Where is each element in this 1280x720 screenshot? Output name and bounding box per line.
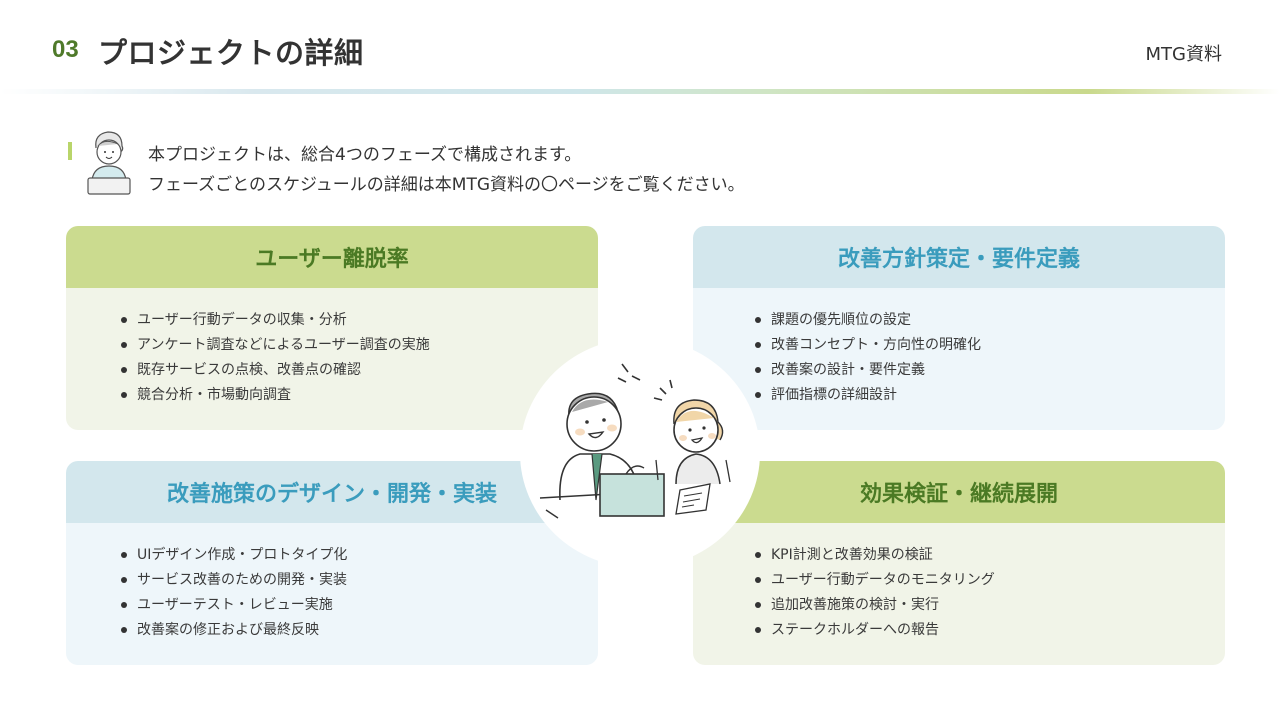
phase-body: ユーザー行動データの収集・分析 アンケート調査などによるユーザー調査の実施 既存… bbox=[66, 288, 598, 430]
phase-title: 改善施策のデザイン・開発・実装 bbox=[66, 461, 598, 523]
intro-text: 本プロジェクトは、総合4つのフェーズで構成されます。 フェーズごとのスケジュール… bbox=[148, 140, 745, 200]
list-item: 課題の優先順位の設定 bbox=[755, 308, 1225, 333]
header-divider bbox=[0, 89, 1280, 94]
list-item: 既存サービスの点検、改善点の確認 bbox=[121, 358, 598, 383]
section-number: 03 bbox=[52, 36, 79, 63]
phase-body: 課題の優先順位の設定 改善コンセプト・方向性の明確化 改善案の設計・要件定義 評… bbox=[693, 288, 1225, 430]
phase-card-1: ユーザー離脱率 ユーザー行動データの収集・分析 アンケート調査などによるユーザー… bbox=[66, 226, 598, 430]
center-illustration-backdrop bbox=[520, 338, 760, 568]
phase-card-4: 効果検証・継続展開 KPI計測と改善効果の検証 ユーザー行動データのモニタリング… bbox=[693, 461, 1225, 665]
list-item: ステークホルダーへの報告 bbox=[755, 618, 1225, 643]
phase-task-list: UIデザイン作成・プロトタイプ化 サービス改善のための開発・実装 ユーザーテスト… bbox=[121, 543, 598, 643]
page-title: プロジェクトの詳細 bbox=[98, 36, 364, 70]
list-item: ユーザーテスト・レビュー実施 bbox=[121, 593, 598, 618]
list-item: 改善案の設計・要件定義 bbox=[755, 358, 1225, 383]
list-item: 改善案の修正および最終反映 bbox=[121, 618, 598, 643]
list-item: アンケート調査などによるユーザー調査の実施 bbox=[121, 333, 598, 358]
phase-body: UIデザイン作成・プロトタイプ化 サービス改善のための開発・実装 ユーザーテスト… bbox=[66, 523, 598, 665]
phase-task-list: KPI計測と改善効果の検証 ユーザー行動データのモニタリング 追加改善施策の検討… bbox=[755, 543, 1225, 643]
intro-line-2: フェーズごとのスケジュールの詳細は本MTG資料の〇ページをご覧ください。 bbox=[148, 175, 745, 195]
phase-body: KPI計測と改善効果の検証 ユーザー行動データのモニタリング 追加改善施策の検討… bbox=[693, 523, 1225, 665]
list-item: KPI計測と改善効果の検証 bbox=[755, 543, 1225, 568]
list-item: 評価指標の詳細設計 bbox=[755, 383, 1225, 408]
intro-accent-bar bbox=[68, 142, 72, 160]
phase-task-list: ユーザー行動データの収集・分析 アンケート調査などによるユーザー調査の実施 既存… bbox=[121, 308, 598, 408]
phase-title: ユーザー離脱率 bbox=[66, 226, 598, 288]
list-item: 改善コンセプト・方向性の明確化 bbox=[755, 333, 1225, 358]
phase-title: 効果検証・継続展開 bbox=[693, 461, 1225, 523]
document-label: MTG資料 bbox=[1145, 44, 1222, 65]
list-item: サービス改善のための開発・実装 bbox=[121, 568, 598, 593]
list-item: 競合分析・市場動向調査 bbox=[121, 383, 598, 408]
list-item: ユーザー行動データの収集・分析 bbox=[121, 308, 598, 333]
intro-section: 本プロジェクトは、総合4つのフェーズで構成されます。 フェーズごとのスケジュール… bbox=[68, 128, 828, 200]
intro-line-1: 本プロジェクトは、総合4つのフェーズで構成されます。 bbox=[148, 145, 582, 165]
slide-header: 03 プロジェクトの詳細 MTG資料 bbox=[0, 0, 1280, 94]
two-people-meeting-icon bbox=[530, 350, 760, 550]
phase-card-3: 改善施策のデザイン・開発・実装 UIデザイン作成・プロトタイプ化 サービス改善の… bbox=[66, 461, 598, 665]
list-item: ユーザー行動データのモニタリング bbox=[755, 568, 1225, 593]
phase-title: 改善方針策定・要件定義 bbox=[693, 226, 1225, 288]
list-item: 追加改善施策の検討・実行 bbox=[755, 593, 1225, 618]
phase-card-2: 改善方針策定・要件定義 課題の優先順位の設定 改善コンセプト・方向性の明確化 改… bbox=[693, 226, 1225, 430]
phase-task-list: 課題の優先順位の設定 改善コンセプト・方向性の明確化 改善案の設計・要件定義 評… bbox=[755, 308, 1225, 408]
list-item: UIデザイン作成・プロトタイプ化 bbox=[121, 543, 598, 568]
person-at-laptop-icon bbox=[84, 128, 136, 198]
